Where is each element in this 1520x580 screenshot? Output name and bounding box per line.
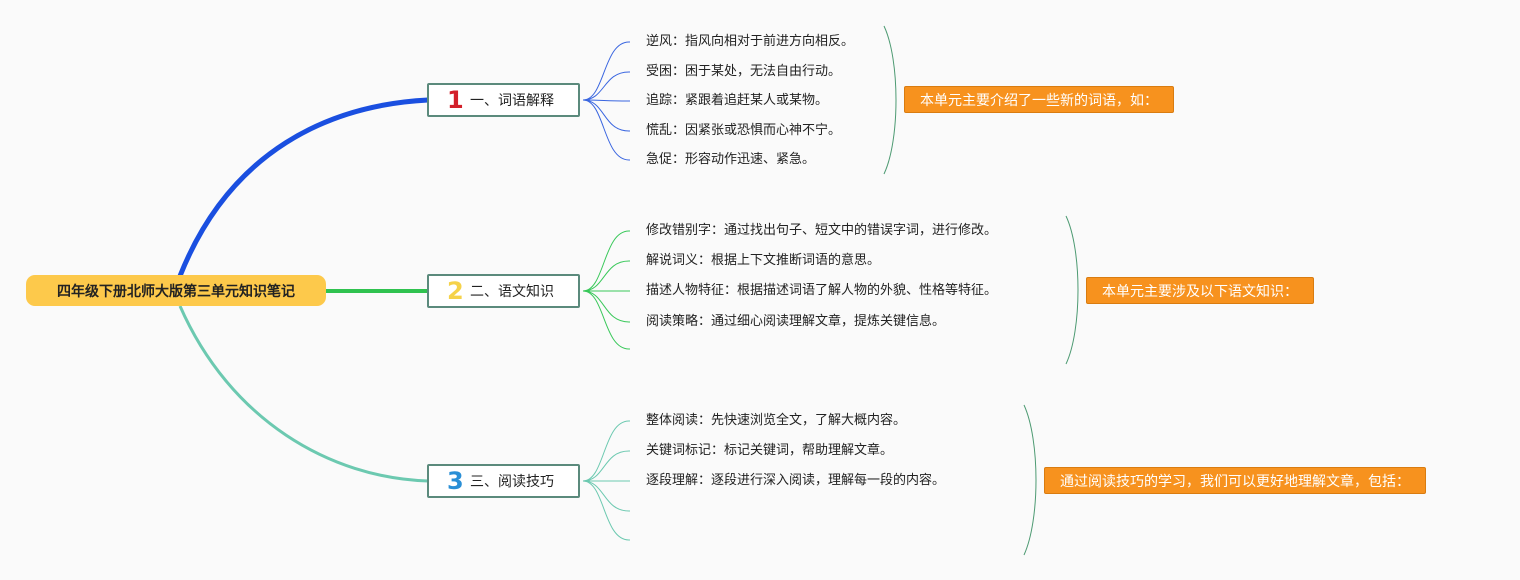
leaf-item[interactable]: 急促：形容动作迅速、紧急。 bbox=[646, 152, 816, 167]
topic-number-1: 1 bbox=[447, 86, 464, 114]
branch-line-1 bbox=[177, 97, 431, 279]
leaf-connector-2-1 bbox=[582, 230, 630, 292]
topic-label-3: 三、阅读技巧 bbox=[470, 474, 554, 490]
summary-node-3[interactable]: 通过阅读技巧的学习，我们可以更好地理解文章，包括： bbox=[1044, 467, 1426, 494]
topic-number-3: 3 bbox=[447, 467, 464, 495]
leaf-connector-1-2 bbox=[582, 71, 630, 101]
leaf-connector-3-2 bbox=[582, 450, 630, 482]
leaf-item[interactable]: 描述人物特征：根据描述词语了解人物的外貌、性格等特征。 bbox=[646, 283, 998, 298]
topic-node-3[interactable]: 3 三、阅读技巧 bbox=[427, 464, 580, 498]
leaf-fan-2 bbox=[582, 230, 630, 350]
summary-node-1[interactable]: 本单元主要介绍了一些新的词语，如： bbox=[904, 86, 1174, 113]
summary-bracket-3 bbox=[1023, 404, 1037, 556]
summary-text-2: 本单元主要涉及以下语文知识： bbox=[1102, 283, 1298, 300]
leaf-connector-2-4 bbox=[582, 290, 630, 323]
root-node[interactable]: 四年级下册北师大版第三单元知识笔记 bbox=[26, 275, 326, 306]
leaf-item[interactable]: 追踪：紧跟着追赶某人或某物。 bbox=[646, 93, 829, 108]
topic-label-1: 一、词语解释 bbox=[470, 93, 554, 109]
leaf-item[interactable]: 修改错别字：通过找出句子、短文中的错误字词，进行修改。 bbox=[646, 223, 998, 238]
root-title: 四年级下册北师大版第三单元知识笔记 bbox=[57, 283, 295, 300]
leaf-item[interactable]: 关键词标记：标记关键词，帮助理解文章。 bbox=[646, 443, 894, 458]
leaf-connector-2-5 bbox=[582, 290, 630, 350]
leaf-connector-1-3 bbox=[582, 99, 630, 102]
leaf-item[interactable]: 慌乱：因紧张或恐惧而心神不宁。 bbox=[646, 123, 842, 138]
topic-node-2[interactable]: 2 二、语文知识 bbox=[427, 274, 580, 308]
leaf-item[interactable]: 阅读策略：通过细心阅读理解文章，提炼关键信息。 bbox=[646, 314, 946, 329]
leaf-connector-3-1 bbox=[582, 420, 630, 482]
summary-bracket-2 bbox=[1065, 215, 1079, 365]
leaf-item[interactable]: 逐段理解：逐段进行深入阅读，理解每一段的内容。 bbox=[646, 473, 946, 488]
topic-label-2: 二、语文知识 bbox=[470, 284, 554, 300]
leaf-fan-3 bbox=[582, 420, 630, 541]
summary-text-3: 通过阅读技巧的学习，我们可以更好地理解文章，包括： bbox=[1060, 473, 1410, 490]
topic-node-1[interactable]: 1 一、词语解释 bbox=[427, 83, 580, 117]
leaf-connector-3-5 bbox=[582, 480, 630, 541]
branch-line-3 bbox=[178, 305, 429, 483]
leaf-fan-1 bbox=[582, 41, 630, 161]
leaf-connector-2-2 bbox=[582, 260, 630, 292]
summary-node-2[interactable]: 本单元主要涉及以下语文知识： bbox=[1086, 277, 1314, 304]
leaf-connector-3-4 bbox=[582, 480, 630, 512]
summary-bracket-1 bbox=[883, 25, 897, 175]
summary-text-1: 本单元主要介绍了一些新的词语，如： bbox=[920, 92, 1158, 109]
topic-number-2: 2 bbox=[447, 277, 464, 305]
leaf-connector-1-4 bbox=[582, 99, 630, 132]
leaf-item[interactable]: 逆风：指风向相对于前进方向相反。 bbox=[646, 34, 855, 49]
leaf-item[interactable]: 受困：困于某处，无法自由行动。 bbox=[646, 64, 842, 79]
leaf-item[interactable]: 整体阅读：先快速浏览全文，了解大概内容。 bbox=[646, 413, 907, 428]
leaf-connector-1-5 bbox=[582, 99, 630, 161]
leaf-item[interactable]: 解说词义：根据上下文推断词语的意思。 bbox=[646, 253, 881, 268]
leaf-connector-1-1 bbox=[582, 41, 630, 101]
